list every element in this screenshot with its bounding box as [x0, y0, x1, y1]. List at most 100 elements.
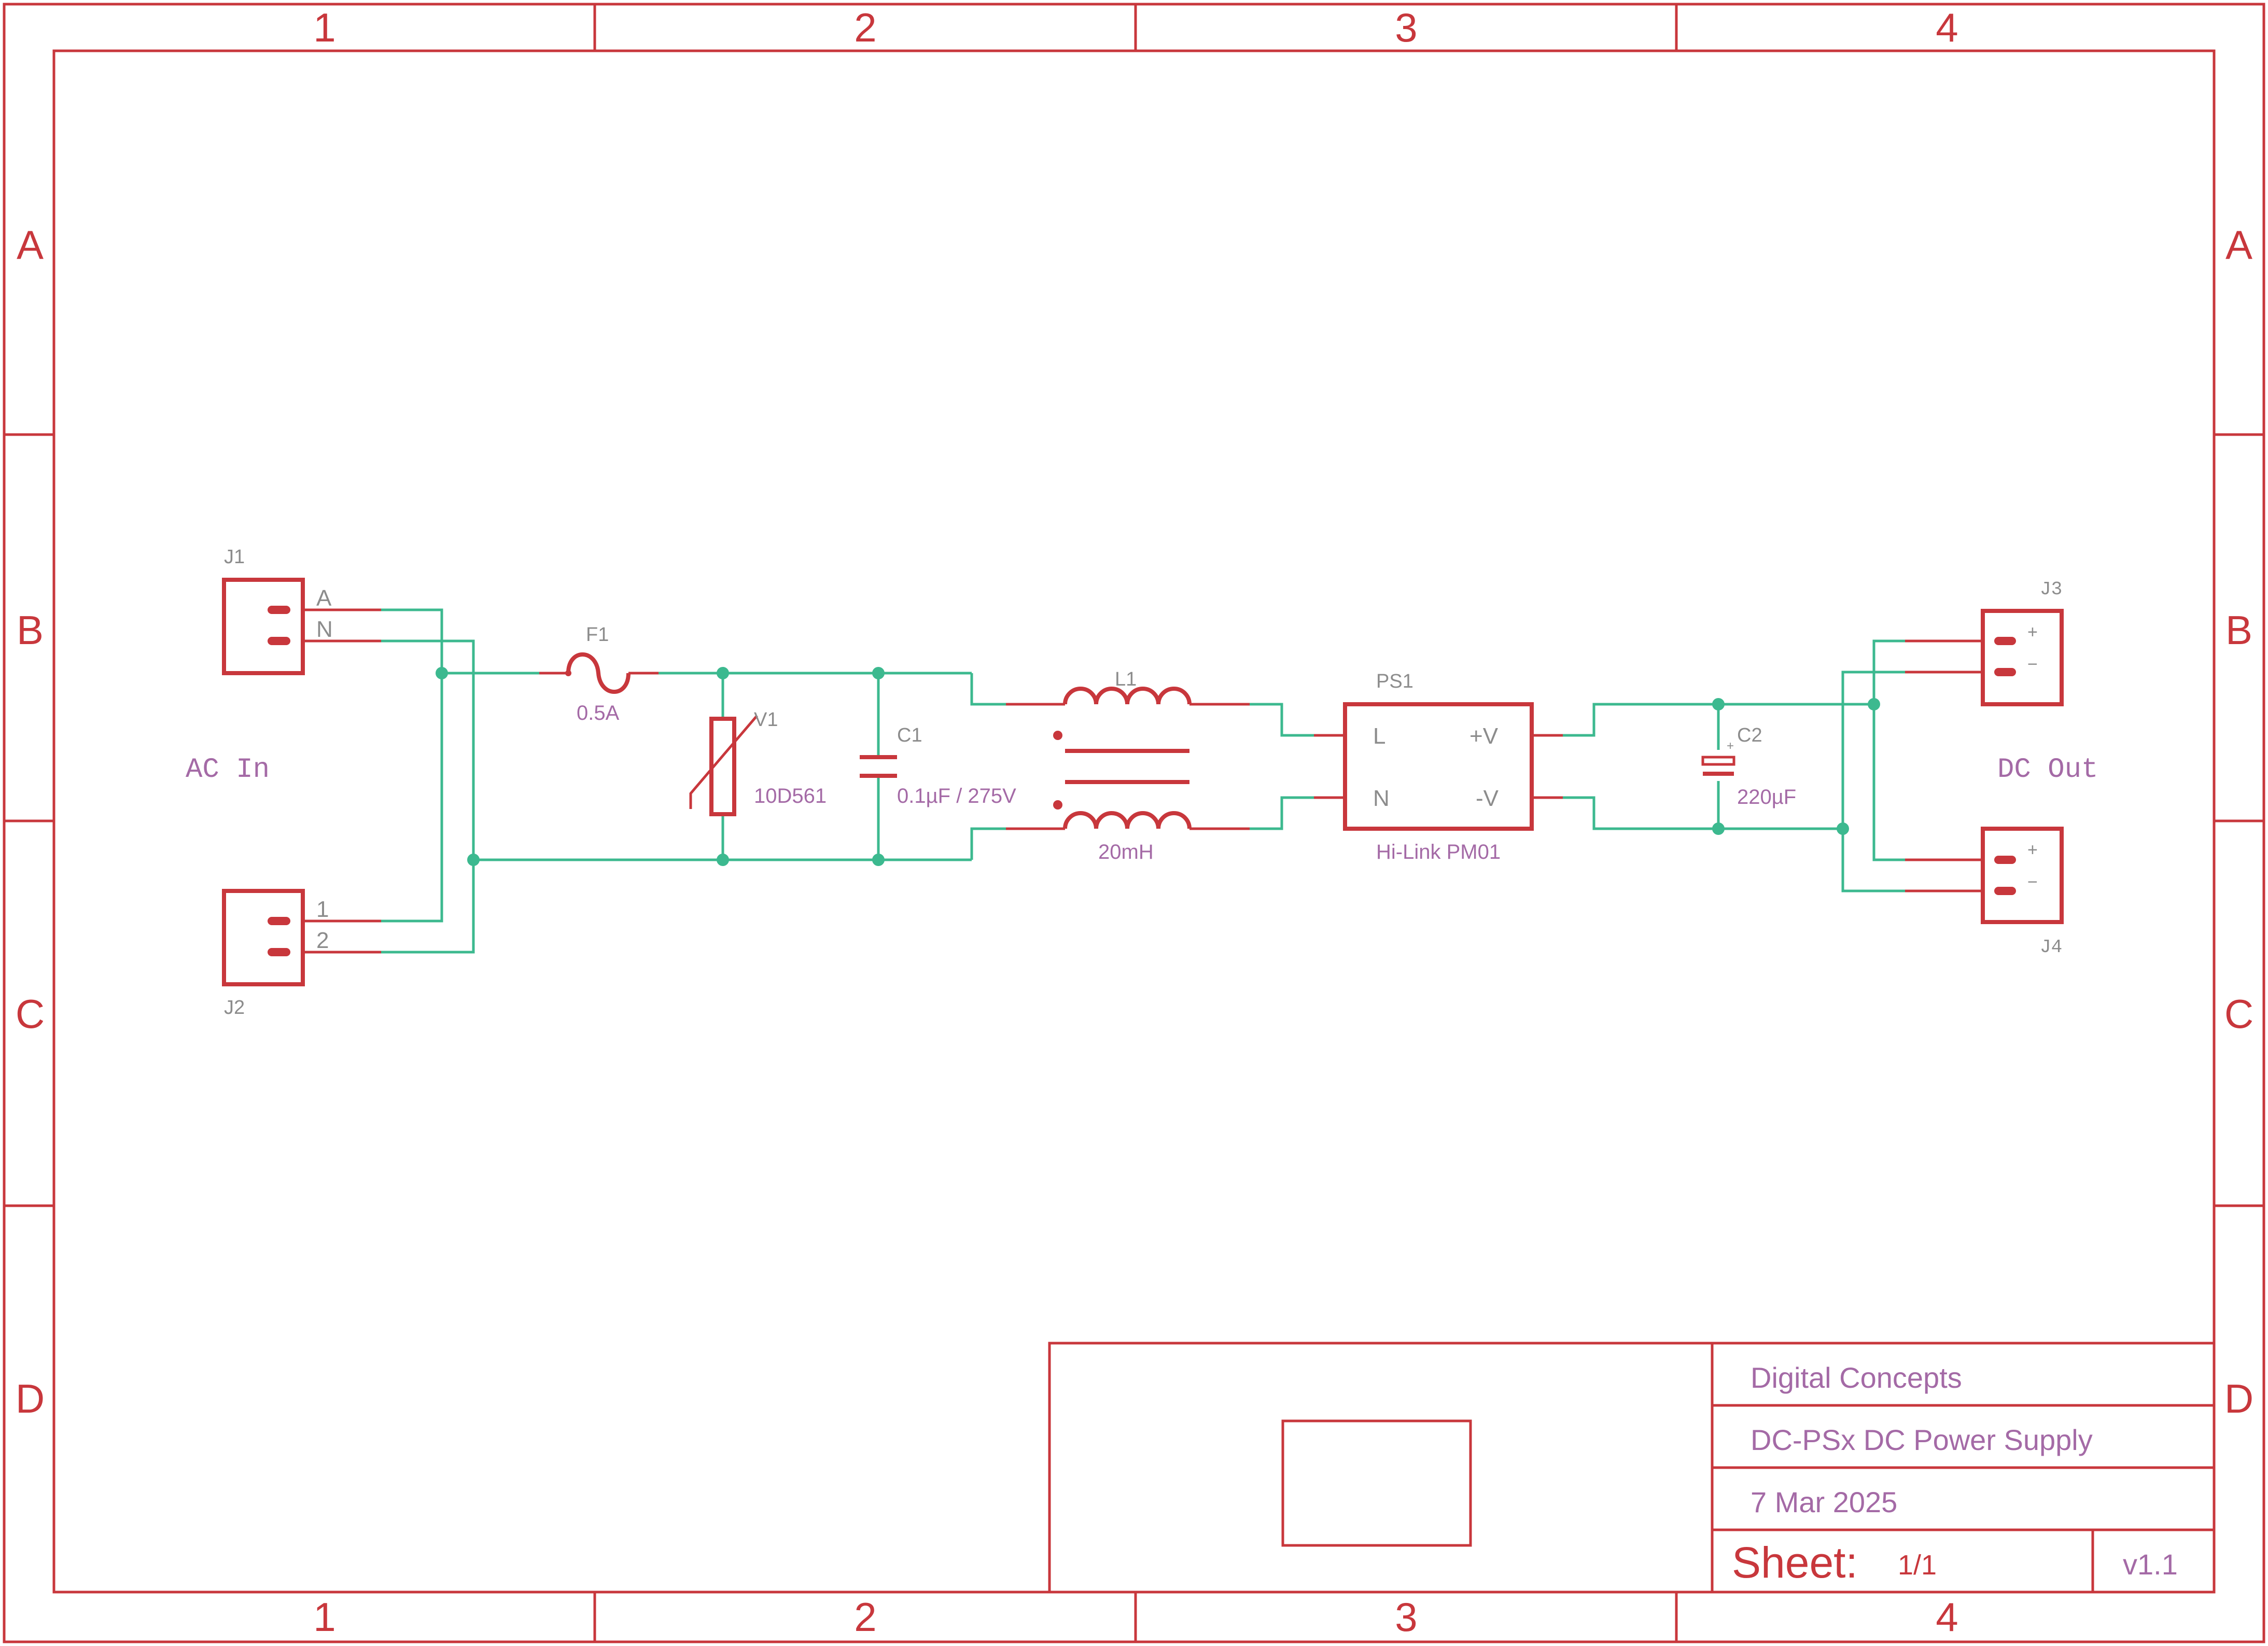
column-label: 3: [1395, 5, 1417, 50]
varistor-v1: V1 10D561: [689, 709, 827, 816]
l1-phase-dot: [1053, 731, 1062, 740]
l1-value: 20mH: [1098, 841, 1154, 863]
l1-ref: L1: [1115, 668, 1137, 690]
column-label: 4: [1936, 1594, 1958, 1640]
ps1-body: [1343, 702, 1534, 831]
ps1-pin-label: L: [1373, 723, 1385, 749]
junction-dot: [717, 854, 729, 866]
row-label: B: [17, 607, 44, 653]
l1-phase-dot: [1053, 800, 1062, 810]
ps1-pin-label: N: [1373, 786, 1390, 811]
j1-ref: J1: [224, 546, 245, 568]
c2-polarity: +: [1727, 739, 1734, 753]
junction-dot: [436, 667, 448, 679]
wire-ps1-pos: [1532, 703, 1874, 737]
v1-ref: V1: [754, 709, 778, 731]
drawing-title: DC-PSx DC Power Supply: [1751, 1424, 2093, 1456]
v1-slash: [689, 715, 758, 809]
row-label: B: [2225, 607, 2252, 653]
junction-dot: [872, 667, 885, 679]
ac-in-label: AC In: [186, 754, 270, 786]
capacitor-c2: + C2 220µF: [1701, 724, 1796, 808]
drawing-date: 7 Mar 2025: [1751, 1486, 1897, 1518]
column-label: 2: [854, 1594, 876, 1640]
wire-l1-to-ps1-n: [1250, 796, 1314, 830]
outer-border: [3, 3, 2265, 1643]
sheet-number: 1/1: [1898, 1550, 1937, 1581]
drawing-frame: 1 2 3 4 1 2 3 4 A B C D A B C D: [3, 3, 2265, 1643]
column-label: 1: [313, 5, 335, 50]
logo-placeholder: [1281, 1419, 1472, 1547]
junctions: [436, 667, 1880, 866]
j2-pin-label: 1: [316, 897, 329, 922]
dc-out-label: DC Out: [1997, 754, 2098, 786]
ps1-pin-label: +V: [1469, 723, 1499, 749]
junction-dot: [717, 667, 729, 679]
company-name: Digital Concepts: [1751, 1361, 1962, 1394]
f1-end-dot: [565, 670, 571, 676]
revision: v1.1: [2123, 1548, 2178, 1581]
c2-plate-positive: [1701, 756, 1735, 766]
f1-value: 0.5A: [577, 702, 620, 724]
f1-ref: F1: [586, 624, 609, 646]
wire-out-pos: [1872, 639, 1905, 861]
j2-ref: J2: [224, 997, 245, 1019]
l1-winding-top: [1063, 687, 1192, 705]
j1-body: [222, 578, 305, 675]
j3-pin-label: +: [2027, 622, 2038, 642]
l1-winding-bottom: [1063, 811, 1192, 829]
j4-body: [1981, 827, 2064, 924]
row-label: C: [16, 991, 45, 1037]
j4-ref: J4: [2040, 937, 2062, 958]
title-block: Digital Concepts DC-PSx DC Power Supply …: [1048, 1342, 2216, 1594]
j4-pin-label: +: [2027, 840, 2038, 860]
j4-pin-label: −: [2027, 872, 2038, 892]
sheet-label: Sheet:: [1732, 1538, 1858, 1587]
f1-element: [566, 652, 631, 694]
row-label: C: [2224, 991, 2253, 1037]
c1-ref: C1: [897, 724, 922, 746]
wire-l1-to-ps1-l: [1250, 703, 1314, 737]
junction-dot: [1837, 822, 1849, 835]
connector-j2: J2 1 2: [222, 889, 381, 1019]
row-label: A: [2225, 222, 2252, 268]
row-label: D: [16, 1376, 45, 1421]
v1-body: [709, 717, 736, 816]
row-label: D: [2224, 1376, 2253, 1421]
column-label: 2: [854, 5, 876, 50]
junction-dot: [872, 854, 885, 866]
ps1-value: Hi-Link PM01: [1376, 841, 1501, 863]
j1-pin-label: N: [316, 617, 333, 642]
row-label: A: [17, 222, 44, 268]
module-ps1: L N +V -V PS1 Hi-Link PM01: [1314, 671, 1563, 863]
junction-dot: [1712, 698, 1725, 710]
j3-body: [1981, 609, 2064, 706]
wire-to-l1-bottom: [970, 827, 1006, 860]
ps1-ref: PS1: [1376, 671, 1413, 692]
j3-ref: J3: [2040, 579, 2062, 600]
j2-pin-label: 2: [316, 928, 329, 953]
v1-value: 10D561: [754, 785, 827, 807]
fuse-f1: F1 0.5A: [539, 624, 659, 724]
connector-j1: J1 A N: [222, 546, 381, 675]
c2-ref: C2: [1737, 724, 1762, 746]
capacitor-c1: C1 0.1µF / 275V: [860, 724, 1016, 807]
j3-pin-label: −: [2027, 654, 2038, 674]
column-label: 3: [1395, 1594, 1417, 1640]
c2-value: 220µF: [1737, 786, 1796, 808]
wire-to-l1-top: [970, 673, 1006, 706]
connector-j4: + − J4: [1905, 827, 2064, 958]
j1-pin-label: A: [316, 585, 332, 611]
connector-j3: + − J3: [1905, 579, 2064, 706]
wire-ac-neutral: [381, 639, 475, 954]
column-label: 4: [1936, 5, 1958, 50]
j2-body: [222, 889, 305, 986]
choke-l1: L1 20mH: [1006, 668, 1250, 863]
wire-out-neg: [1841, 671, 1905, 892]
c1-value: 0.1µF / 275V: [897, 785, 1016, 807]
junction-dot: [1712, 822, 1725, 835]
wire-ac-line: [381, 608, 443, 923]
junction-dot: [467, 854, 480, 866]
junction-dot: [1868, 698, 1880, 710]
